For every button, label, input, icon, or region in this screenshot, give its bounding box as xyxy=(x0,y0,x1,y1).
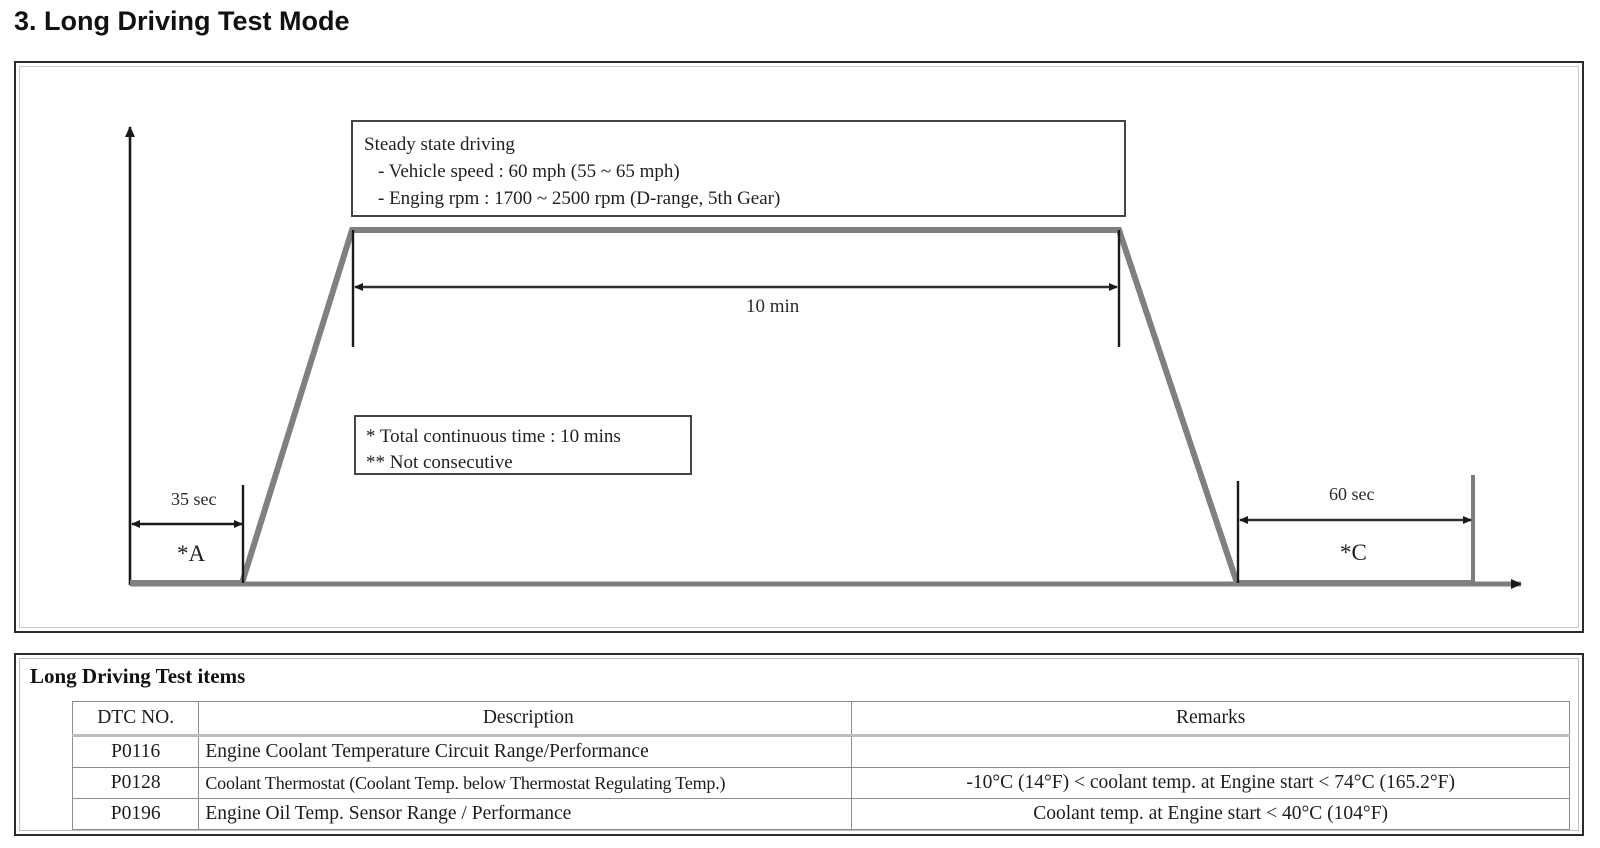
label-marker-a: *A xyxy=(177,541,206,566)
table-row: P0128 Coolant Thermostat (Coolant Temp. … xyxy=(71,767,1570,799)
cell-remarks: Coolant temp. at Engine start < 40°C (10… xyxy=(851,798,1570,830)
steady-state-heading: Steady state driving xyxy=(364,134,515,155)
table-row: P0116 Engine Coolant Temperature Circuit… xyxy=(71,735,1570,768)
table-header-row: DTC NO. Description Remarks xyxy=(71,701,1570,737)
cell-dtc: P0116 xyxy=(71,735,200,768)
steady-state-line-rpm: - Enging rpm : 1700 ~ 2500 rpm (D-range,… xyxy=(378,188,781,209)
total-time-callout: * Total continuous time : 10 mins ** Not… xyxy=(354,415,692,475)
waveform-trace xyxy=(130,227,1472,586)
dtc-table: DTC NO. Description Remarks P0116 Engine… xyxy=(71,701,1570,830)
label-60-sec: 60 sec xyxy=(1329,484,1375,504)
cell-description: Engine Coolant Temperature Circuit Range… xyxy=(198,735,853,768)
diagram-panel-inner-border xyxy=(19,66,1579,628)
table-panel-inner-border xyxy=(19,658,1579,831)
steady-state-callout: Steady state driving - Vehicle speed : 6… xyxy=(351,120,1126,217)
long-driving-test-items-panel: Long Driving Test items DTC NO. Descript… xyxy=(14,653,1584,836)
table-caption: Long Driving Test items xyxy=(30,664,246,688)
not-consecutive-line: ** Not consecutive xyxy=(366,452,513,473)
column-header-dtc: DTC NO. xyxy=(71,701,200,737)
steady-state-line-speed: - Vehicle speed : 60 mph (55 ~ 65 mph) xyxy=(378,161,680,182)
page-title: 3. Long Driving Test Mode xyxy=(14,6,350,36)
label-10-min: 10 min xyxy=(746,296,800,317)
driving-profile-chart xyxy=(125,126,1522,589)
table-row: P0196 Engine Oil Temp. Sensor Range / Pe… xyxy=(71,798,1570,830)
cell-remarks: -10°C (14°F) < coolant temp. at Engine s… xyxy=(851,767,1570,799)
label-35-sec: 35 sec xyxy=(171,489,217,509)
cell-dtc: P0196 xyxy=(71,798,200,830)
column-header-remarks: Remarks xyxy=(851,701,1570,737)
total-time-line: * Total continuous time : 10 mins xyxy=(366,426,621,447)
cell-description: Engine Oil Temp. Sensor Range / Performa… xyxy=(198,798,853,830)
label-marker-c: *C xyxy=(1340,540,1367,565)
cell-description: Coolant Thermostat (Coolant Temp. below … xyxy=(198,767,853,799)
column-header-description: Description xyxy=(198,701,853,737)
cell-remarks xyxy=(851,735,1570,768)
diagram-panel: Steady state driving - Vehicle speed : 6… xyxy=(14,61,1584,633)
cell-dtc: P0128 xyxy=(71,767,200,799)
